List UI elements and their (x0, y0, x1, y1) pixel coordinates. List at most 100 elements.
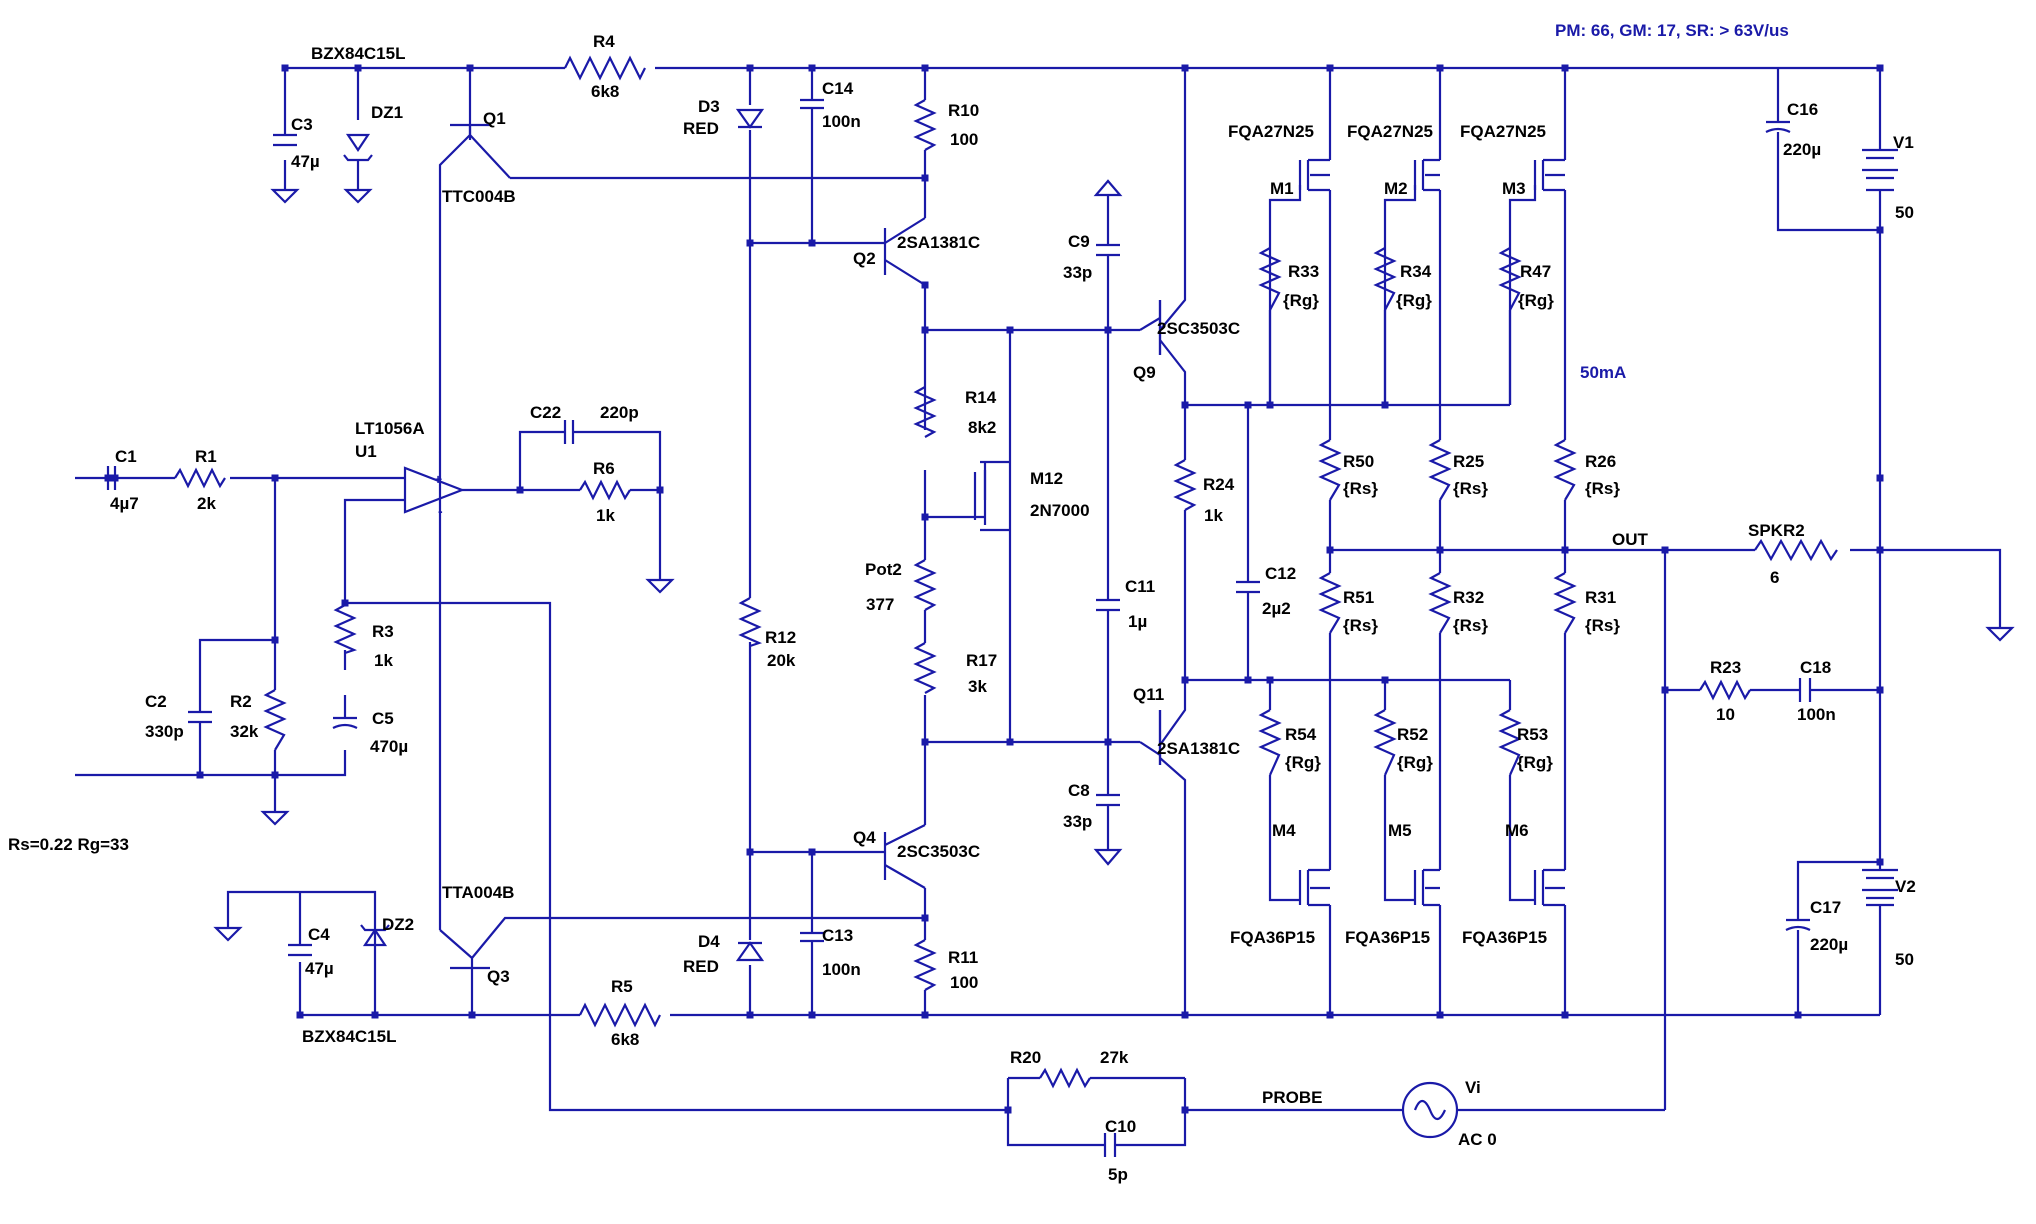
junction-dot (656, 486, 664, 494)
junction-dot (371, 1011, 379, 1019)
battery-value: 50 (1895, 203, 1914, 222)
junction-dot (1561, 546, 1569, 554)
junction-dot (271, 771, 279, 779)
mosfet-ref: M1 (1270, 179, 1294, 198)
junction-dot (1876, 686, 1884, 694)
resistor-value: 6k8 (611, 1030, 639, 1049)
capacitor-value: 1µ (1128, 612, 1147, 631)
pot-ref: Pot2 (865, 560, 902, 579)
wires (75, 66, 2002, 1147)
junction-dot (1876, 474, 1884, 482)
capacitor-ref: C9 (1068, 232, 1090, 251)
junction-dot (468, 1011, 476, 1019)
resistor-ref: R52 (1397, 725, 1428, 744)
mosfet-M2 (1413, 158, 1440, 192)
capacitor-C18 (1798, 678, 1812, 702)
junction-dot (1436, 64, 1444, 72)
resistor-value: 10 (1716, 705, 1735, 724)
junctions (104, 64, 1884, 1114)
capacitor-value: 2µ2 (1262, 599, 1291, 618)
junction-dot (1181, 676, 1189, 684)
battery-V1 (1862, 148, 1898, 192)
junction-dot (1794, 1011, 1802, 1019)
junction-dot (808, 848, 816, 856)
zener-DZ1 (343, 133, 373, 162)
metrics-note: PM: 66, GM: 17, SR: > 63V/us (1555, 21, 1789, 40)
resistor-R23 (1699, 679, 1751, 701)
capacitor-ref: C12 (1265, 564, 1296, 583)
junction-dot (1381, 401, 1389, 409)
resistor-ref: R33 (1288, 262, 1319, 281)
capacitor-C11 (1096, 598, 1120, 612)
resistor-R24 (1173, 459, 1197, 511)
resistor-ref: R1 (195, 447, 217, 466)
junction-dot (1004, 1106, 1012, 1114)
mosfet-ref: M5 (1388, 821, 1412, 840)
junction-dot (1436, 1011, 1444, 1019)
junction-dot (196, 771, 204, 779)
arrow-up (1093, 179, 1123, 197)
resistor-R14 (913, 386, 937, 438)
transistor-model: 2SA1381C (897, 233, 980, 252)
transistor-ref: Q3 (487, 967, 510, 986)
capacitor-ref: C4 (308, 925, 330, 944)
resistor-value: 27k (1100, 1048, 1129, 1067)
pot-value: 377 (866, 595, 894, 614)
capacitor-C4 (288, 943, 312, 957)
resistor-R31 (1553, 572, 1577, 634)
resistor-value: {Rs} (1343, 479, 1378, 498)
diode-model: RED (683, 957, 719, 976)
junction-dot (1104, 738, 1112, 746)
resistor-R6 (579, 479, 631, 501)
junction-dot (1661, 686, 1669, 694)
capacitor-C1 (106, 466, 117, 490)
symbols: + - (106, 55, 2015, 1157)
capacitor-value: 47µ (305, 959, 334, 978)
battery-ref: V1 (1893, 133, 1914, 152)
junction-dot (746, 239, 754, 247)
mosfet-ref: M3 (1502, 179, 1526, 198)
resistor-R51 (1318, 572, 1342, 634)
resistor-value: {Rg} (1517, 753, 1553, 772)
junction-dot (1326, 546, 1334, 554)
junction-dot (1876, 546, 1884, 554)
resistor-value: {Rg} (1285, 753, 1321, 772)
battery-ref: V2 (1895, 877, 1916, 896)
resistor-R2 (263, 689, 287, 751)
resistor-value: 3k (968, 677, 987, 696)
ground-symbol (270, 188, 300, 204)
resistor-ref: R54 (1285, 725, 1317, 744)
mosfet-model: FQA27N25 (1347, 122, 1433, 141)
capacitor-value: 220p (600, 403, 639, 422)
capacitor-C14 (800, 98, 824, 110)
transistor-ref: Q2 (853, 249, 876, 268)
capacitor-ref: C11 (1125, 577, 1155, 596)
resistor-value: 1k (1204, 506, 1223, 525)
junction-dot (921, 326, 929, 334)
junction-dot (808, 64, 816, 72)
resistor-R32 (1428, 572, 1452, 634)
mosfet-model: FQA27N25 (1460, 122, 1546, 141)
diode-model: RED (683, 119, 719, 138)
opamp-ref: U1 (355, 442, 377, 461)
mosfet-ref: M6 (1505, 821, 1529, 840)
junction-dot (354, 64, 362, 72)
resistor-ref: R51 (1343, 588, 1374, 607)
speaker-value: 6 (1770, 568, 1779, 587)
capacitor-value: 220µ (1810, 935, 1848, 954)
mosfet-model: FQA27N25 (1228, 122, 1314, 141)
resistor-R47 (1498, 247, 1522, 311)
capacitor-ref: C16 (1787, 100, 1818, 119)
source-ref: Vi (1465, 1078, 1481, 1097)
resistor-value: 2k (197, 494, 216, 513)
junction-dot (808, 1011, 816, 1019)
resistor-ref: R47 (1520, 262, 1551, 281)
zener-DZ2 (360, 924, 390, 947)
capacitor-C22 (563, 420, 575, 444)
resistor-ref: R26 (1585, 452, 1616, 471)
junction-dot (1181, 1106, 1189, 1114)
ground-symbol (645, 578, 675, 594)
capacitor-value: 5p (1108, 1165, 1128, 1184)
resistor-value: {Rg} (1283, 291, 1319, 310)
resistor-value: {Rs} (1453, 479, 1488, 498)
